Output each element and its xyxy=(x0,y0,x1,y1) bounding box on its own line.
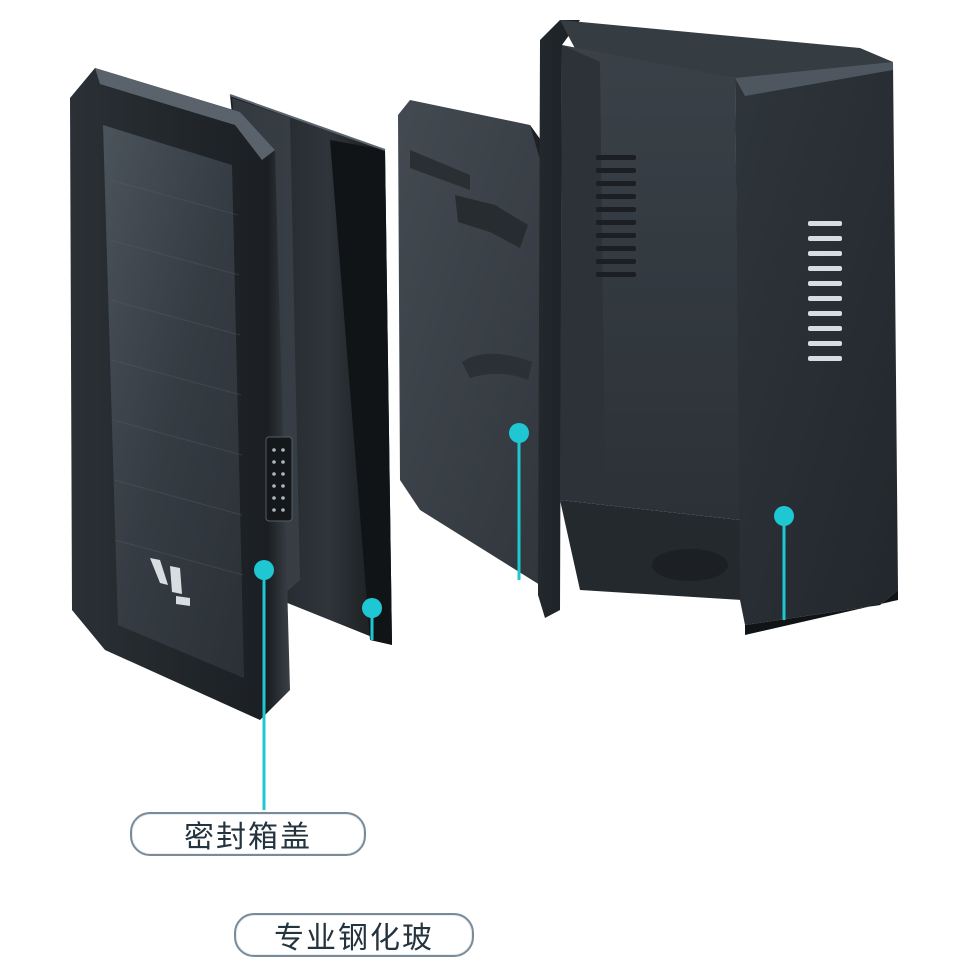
label-sealed-lid: 密封箱盖 xyxy=(130,812,366,856)
callout-glass xyxy=(362,598,382,640)
callout-plate xyxy=(509,423,529,580)
inner-mounting-plate xyxy=(398,100,560,590)
enclosure-box xyxy=(538,20,898,635)
sealed-box-lid xyxy=(70,68,293,720)
callout-box xyxy=(774,506,794,620)
brand-logo-icon xyxy=(150,558,190,606)
label-tempered-glass: 专业钢化玻 xyxy=(234,913,474,957)
keypad-icon xyxy=(265,436,293,522)
callout-lid xyxy=(254,560,274,810)
vent-slots-icon xyxy=(808,221,842,361)
